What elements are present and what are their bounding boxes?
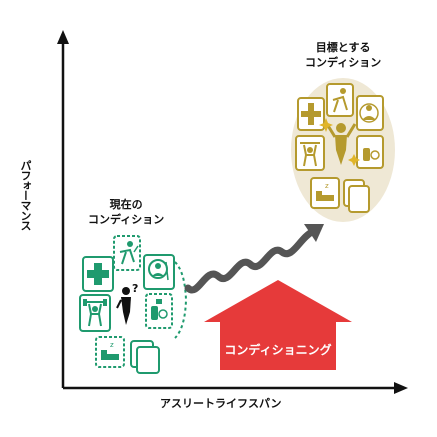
svg-text:z: z xyxy=(110,341,114,349)
injury-icon xyxy=(326,83,354,117)
goal-condition-title: 目標とする コンディション xyxy=(305,40,381,70)
svg-text:z: z xyxy=(325,182,329,190)
medical-cross-icon xyxy=(297,97,325,131)
current-condition-title-line2: コンディション xyxy=(88,213,165,226)
sparkle-icon xyxy=(319,118,360,166)
sleep-icon: z xyxy=(310,177,340,209)
nutrition-icon xyxy=(143,254,175,290)
goal-condition-title-line1: 目標とする xyxy=(315,41,371,54)
documents-icon xyxy=(130,340,160,374)
weightlifting-icon xyxy=(295,135,325,171)
x-axis xyxy=(63,382,408,394)
weightlifting-icon xyxy=(79,294,111,332)
conditioning-arrow xyxy=(204,280,352,370)
sleep-icon: z xyxy=(95,336,125,368)
goal-condition-title-line2: コンディション xyxy=(305,56,382,69)
nutrition-icon xyxy=(356,95,384,131)
current-condition-title: 現在の コンディション xyxy=(88,197,164,227)
confident-person-icon xyxy=(325,123,357,165)
question-person-icon: ? xyxy=(116,282,138,325)
current-bracket xyxy=(174,261,188,339)
injury-icon xyxy=(113,235,141,271)
medical-cross-icon xyxy=(82,256,114,292)
svg-text:?: ? xyxy=(132,282,138,295)
supplement-icon xyxy=(145,293,173,329)
current-condition-title-line1: 現在の xyxy=(109,198,143,211)
goal-condition-cluster: z xyxy=(295,83,384,213)
x-axis-label: アスリートライフスパン xyxy=(160,397,282,410)
documents-icon xyxy=(343,179,370,213)
supplement-icon xyxy=(356,135,384,169)
progress-wave-arrow xyxy=(184,224,324,294)
current-condition-cluster: z xyxy=(79,235,175,374)
y-axis xyxy=(57,30,69,388)
conditioning-label: コンディショニング xyxy=(224,343,332,357)
y-axis-label: パフォーマンス xyxy=(19,160,32,230)
